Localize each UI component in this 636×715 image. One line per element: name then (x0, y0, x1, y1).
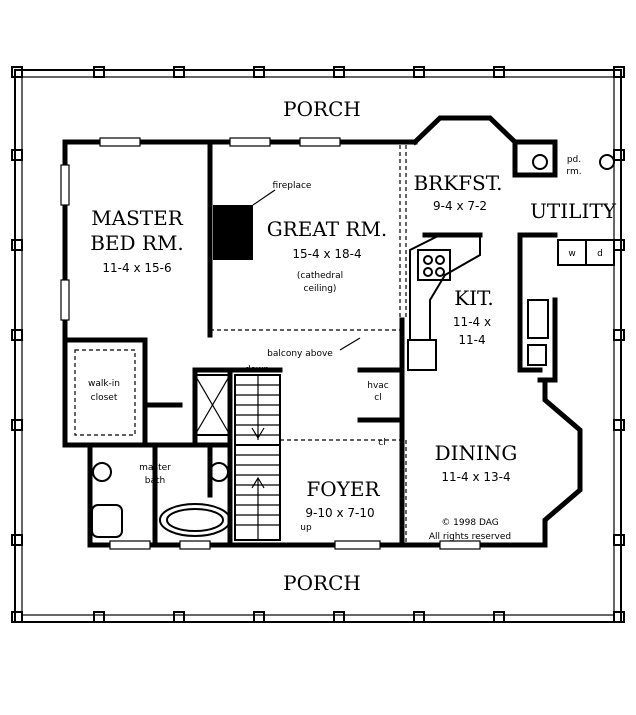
dashed-lines (210, 145, 407, 545)
copyright-line-1: © 1998 DAG (441, 518, 498, 528)
brkfst-label: BRKFST. (413, 171, 502, 195)
pd-rm-label-2: rm. (566, 167, 581, 177)
foyer-label: FOYER (306, 477, 380, 501)
master-bed-label-1: MASTER (91, 206, 184, 230)
great-rm-dims: 15-4 x 18-4 (292, 247, 361, 261)
hvac-label-2: cl (374, 393, 381, 403)
walk-in-label-1: walk-in (88, 379, 120, 389)
dining-dims: 11-4 x 13-4 (441, 470, 510, 484)
dryer-label: d (597, 249, 603, 259)
great-rm-note-2: ceiling) (304, 284, 337, 294)
kit-dims-1: 11-4 x (453, 315, 491, 329)
great-rm-note-1: (cathedral (297, 271, 343, 281)
porch-bottom-label: PORCH (283, 571, 361, 595)
great-rm-label: GREAT RM. (267, 217, 388, 241)
balcony-label: balcony above (267, 349, 333, 359)
cl-label: cl (378, 438, 385, 448)
dining-label: DINING (435, 441, 518, 465)
stairs-icon (194, 374, 281, 541)
walk-in-label-2: closet (91, 393, 118, 403)
down-label: down (245, 365, 269, 375)
up-label: up (300, 523, 312, 533)
fireplace-icon (213, 189, 276, 260)
foyer-dims: 9-10 x 7-10 (305, 506, 374, 520)
copyright-line-2: All rights reserved (429, 532, 511, 542)
hvac-label-1: hvac (367, 381, 389, 391)
utility-label: UTILITY (530, 199, 617, 223)
windows (60, 137, 481, 550)
closet-shelving (74, 349, 136, 436)
kit-dims-2: 11-4 (458, 333, 485, 347)
master-bed-label-2: BED RM. (90, 231, 184, 255)
brkfst-dims: 9-4 x 7-2 (433, 199, 487, 213)
porch-frame (11, 66, 625, 623)
kitchen-counter (407, 234, 615, 371)
pd-rm-label-1: pd. (567, 155, 581, 165)
bath-fixtures (91, 154, 615, 538)
master-bed-dims: 11-4 x 15-6 (102, 261, 171, 275)
kit-label: KIT. (454, 286, 494, 310)
washer-label: w (568, 249, 575, 259)
master-bath-label-2: bath (145, 476, 165, 486)
porch-top-label: PORCH (283, 97, 361, 121)
fireplace-label: fireplace (273, 181, 312, 191)
master-bath-label-1: master (139, 463, 171, 473)
